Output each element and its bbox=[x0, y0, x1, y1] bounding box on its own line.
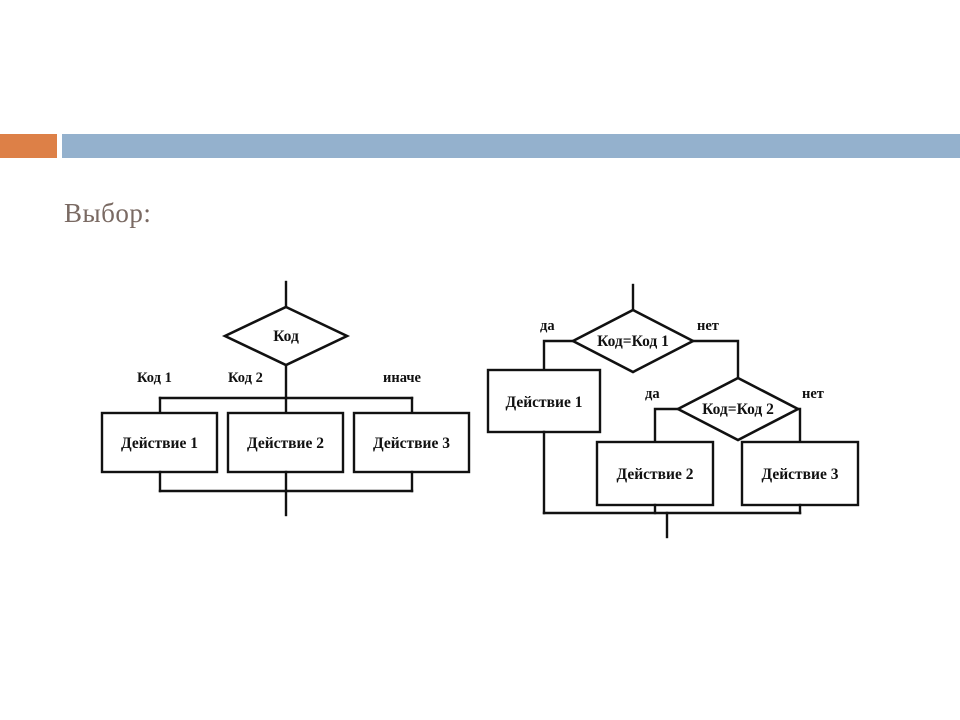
decision-label-1: Код=Код 1 bbox=[597, 333, 669, 350]
action-label-3: Действие 3 bbox=[373, 435, 450, 452]
action-label-2: Действие 2 bbox=[247, 435, 324, 452]
decision-2-yes-label: да bbox=[645, 386, 660, 402]
branch-label-3: иначе bbox=[383, 370, 422, 386]
decision-diamond-kod1 bbox=[570, 308, 696, 374]
nested-if-diagram: Код=Код 1 да нет Действие 1 Код=Код 2 да… bbox=[486, 283, 860, 539]
edge-no-1 bbox=[691, 339, 740, 380]
header-main-bar bbox=[62, 134, 960, 158]
edge-yes-2 bbox=[653, 407, 680, 444]
decision-2-no-label: нет bbox=[802, 386, 824, 402]
branch-label-1: Код 1 bbox=[137, 370, 172, 386]
edge-yes-1 bbox=[542, 339, 575, 372]
decision-label-2: Код=Код 2 bbox=[702, 401, 774, 418]
decision-diamond-kod2 bbox=[675, 376, 801, 442]
action-label-1: Действие 1 bbox=[121, 435, 198, 452]
case-select-diagram: Код Код 1 Код 2 иначе Действие 1 Действи… bbox=[100, 280, 471, 517]
action-box-r3 bbox=[740, 440, 860, 507]
action-label-r2: Действие 2 bbox=[617, 466, 694, 483]
decision-label: Код bbox=[273, 328, 299, 345]
action-label-r3: Действие 3 bbox=[762, 466, 839, 483]
header-accent-bar bbox=[0, 134, 57, 158]
action-label-r1: Действие 1 bbox=[506, 394, 583, 411]
branch-label-2: Код 2 bbox=[228, 370, 263, 386]
page-title: Выбор: bbox=[64, 198, 152, 228]
decision-1-no-label: нет bbox=[697, 318, 719, 334]
edge-no-2 bbox=[796, 407, 802, 444]
decision-1-yes-label: да bbox=[540, 318, 555, 334]
action-box-r1 bbox=[486, 368, 602, 434]
